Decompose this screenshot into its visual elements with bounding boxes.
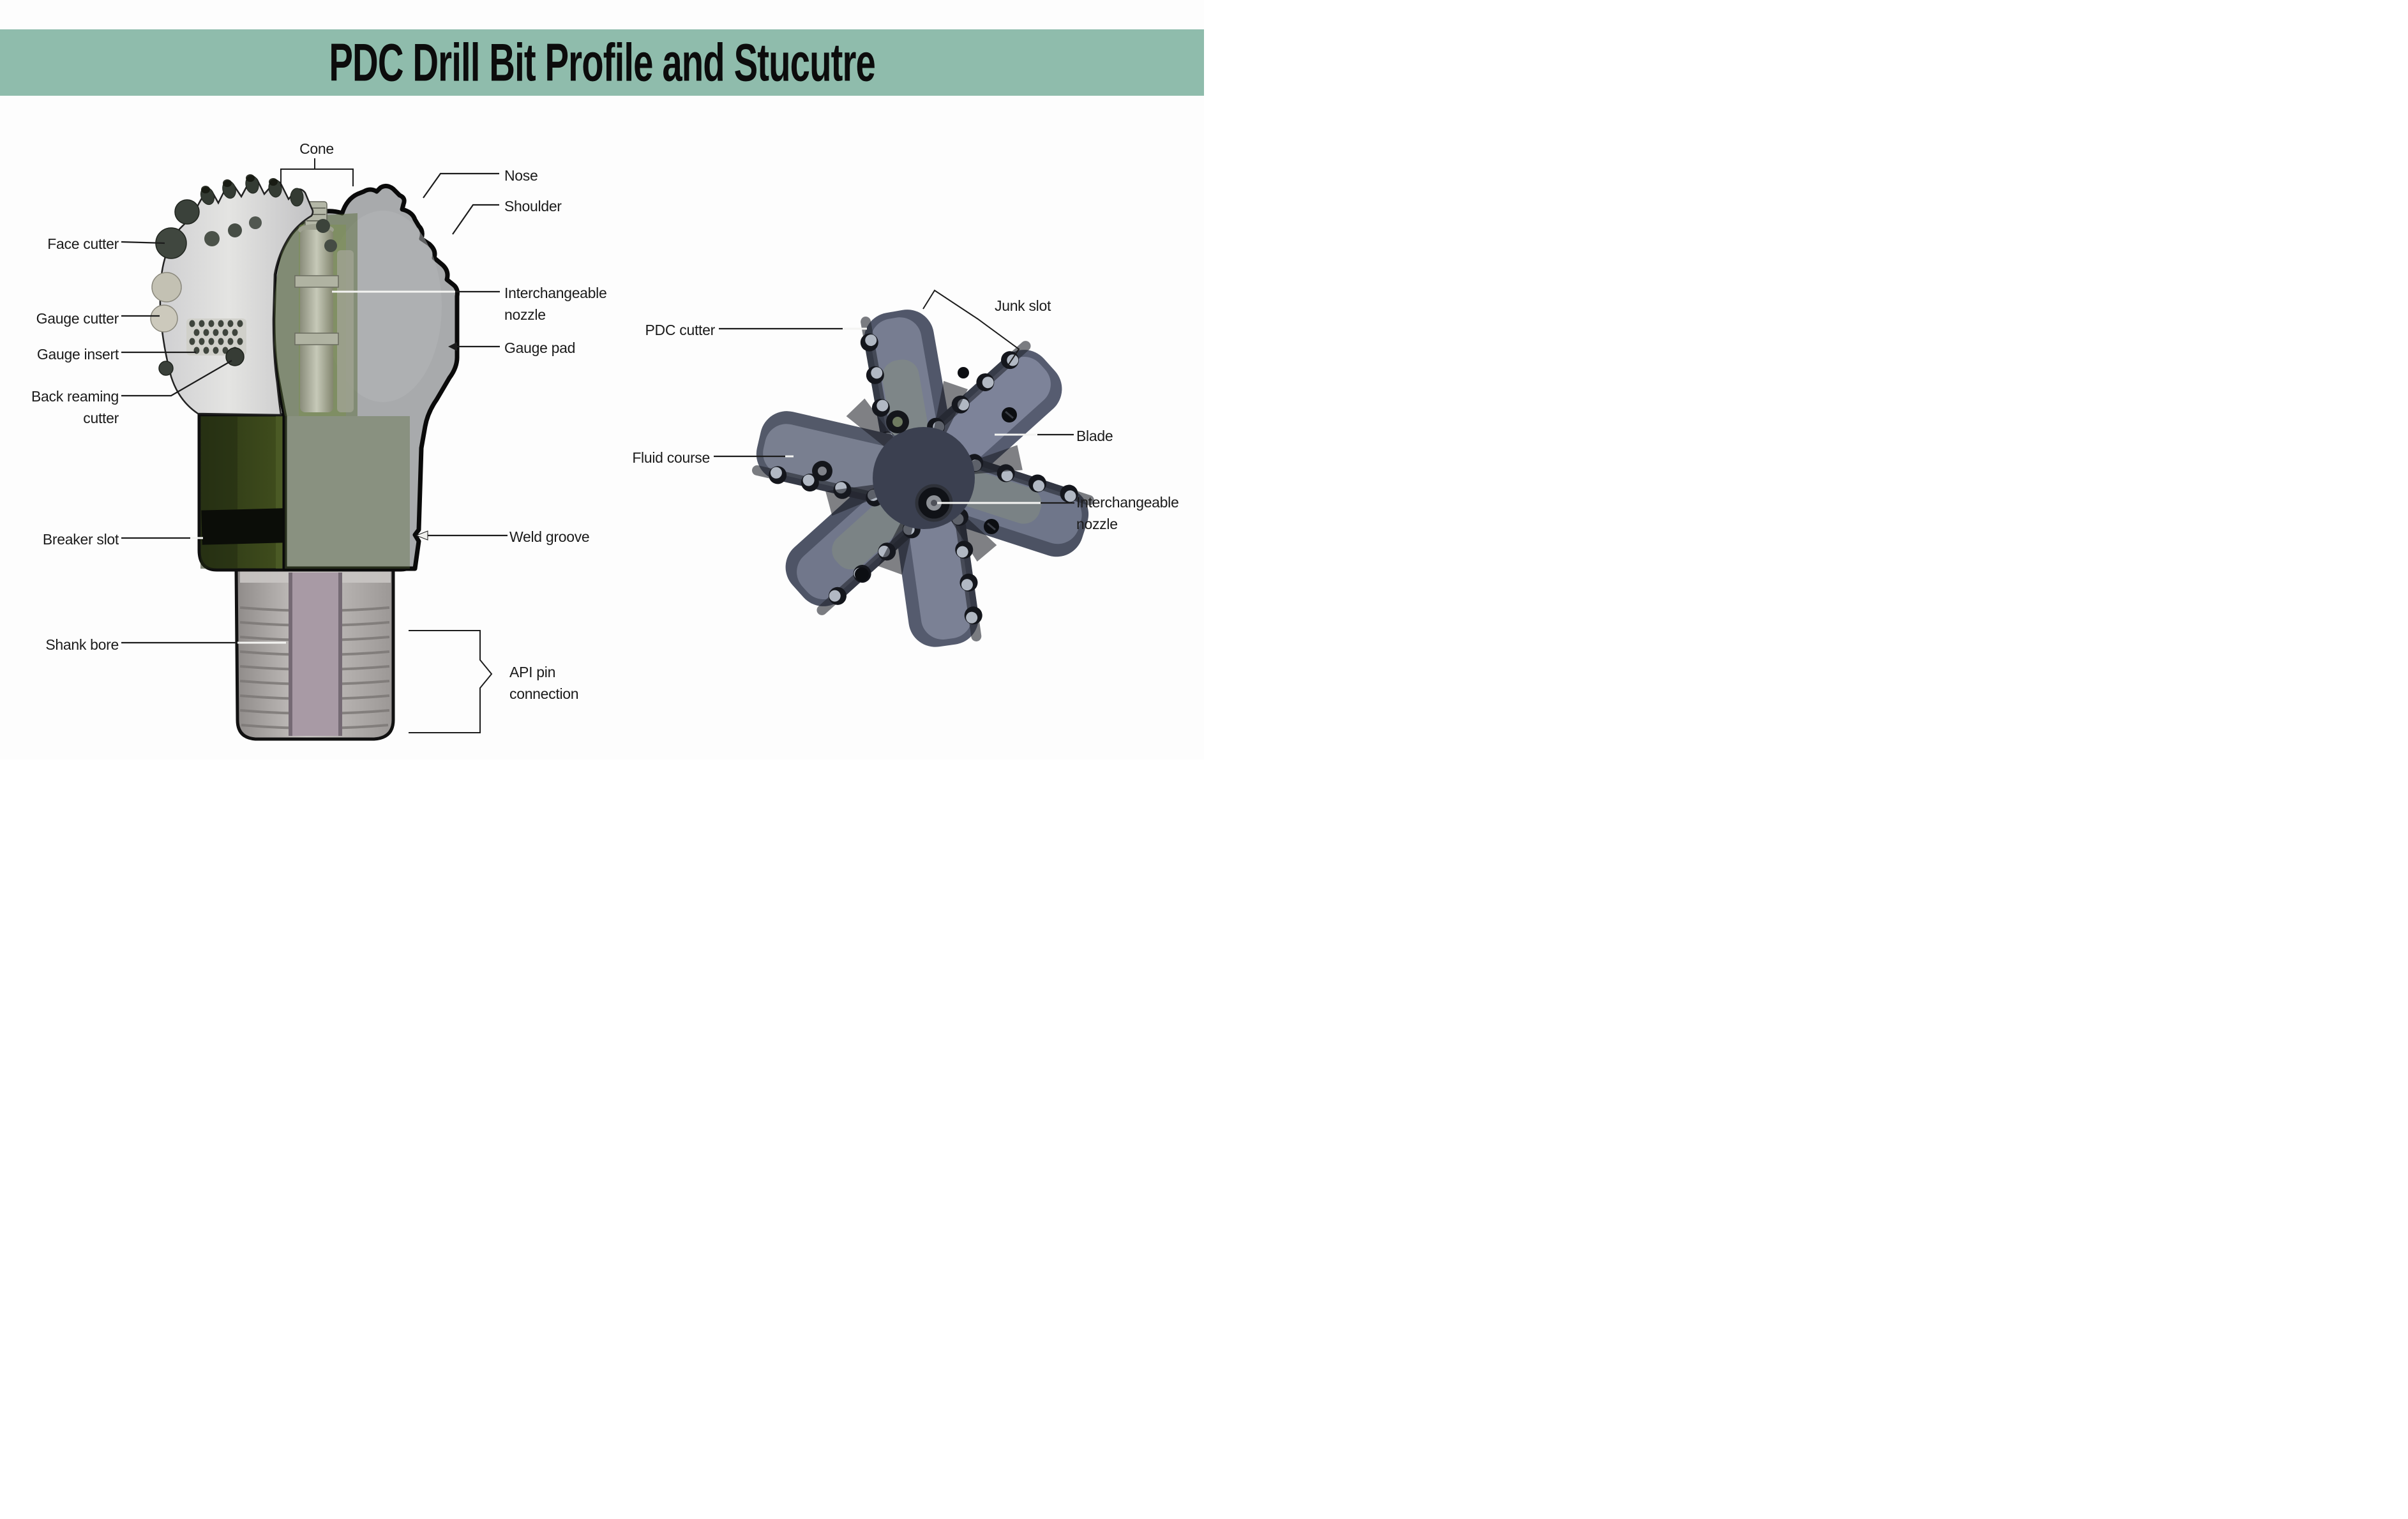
- face-bolts: [855, 367, 1017, 581]
- drill-bit-illustration: [121, 158, 1094, 741]
- label-face-cutter: Face cutter: [47, 236, 119, 252]
- label-breaker-slot: Breaker slot: [42, 531, 119, 548]
- label-cone: Cone: [299, 140, 334, 157]
- shoulder-leader: [452, 204, 499, 235]
- api-pin-bracket: [409, 630, 493, 733]
- face-cutter-disc: [174, 199, 200, 225]
- label-fluid-course: Fluid course: [632, 449, 710, 466]
- label-blade: Blade: [1076, 428, 1113, 444]
- label-gauge-insert: Gauge insert: [36, 346, 119, 363]
- page-title: PDC Drill Bit Profile and Stucutre: [329, 33, 876, 93]
- nose-leader: [423, 172, 499, 198]
- front-blade: [150, 174, 337, 416]
- gauge-cutter-disc: [150, 304, 178, 333]
- gauge-pad-arrowhead: [448, 342, 457, 351]
- label-gauge-cutter: Gauge cutter: [36, 310, 119, 327]
- api-pin-shank: [234, 568, 395, 741]
- back-reaming-leader: [121, 360, 232, 397]
- gauge-cutter-disc: [151, 272, 182, 303]
- label-weld-groove: Weld groove: [509, 528, 590, 545]
- label-shank-bore: Shank bore: [45, 636, 119, 653]
- diagram-page: PDC Drill Bit Profile and Stucutre: [0, 0, 1204, 760]
- face-nozzles: [812, 410, 953, 522]
- shank-bore-section: [289, 572, 342, 736]
- label-interchangeable-nozzle-left: Interchangeable nozzle: [504, 285, 607, 323]
- breaker-slot-cut: [201, 508, 285, 545]
- leader-lines-white: [190, 290, 1041, 644]
- cone-bracket: [280, 158, 354, 186]
- face-cutter-leader: [121, 241, 165, 244]
- label-api-pin-connection: API pin connection: [509, 664, 579, 702]
- leader-lines: [121, 158, 1074, 733]
- label-pdc-cutter: PDC cutter: [645, 322, 716, 338]
- label-interchangeable-nozzle-right: Interchangeable nozzle: [1076, 494, 1179, 532]
- label-back-reaming-cutter: Back reaming cutter: [31, 388, 119, 426]
- crest-cutters: [200, 174, 304, 207]
- title-banner: PDC Drill Bit Profile and Stucutre: [0, 29, 1204, 96]
- label-junk-slot: Junk slot: [995, 297, 1051, 314]
- left-bit-drawing: [150, 174, 460, 741]
- weld-groove-arrowhead: [415, 530, 428, 541]
- right-bit-drawing: [752, 310, 1094, 647]
- label-nose: Nose: [504, 167, 538, 184]
- label-gauge-pad: Gauge pad: [504, 340, 576, 356]
- junk-slot-pointer: [922, 289, 1020, 367]
- label-shoulder: Shoulder: [504, 198, 562, 214]
